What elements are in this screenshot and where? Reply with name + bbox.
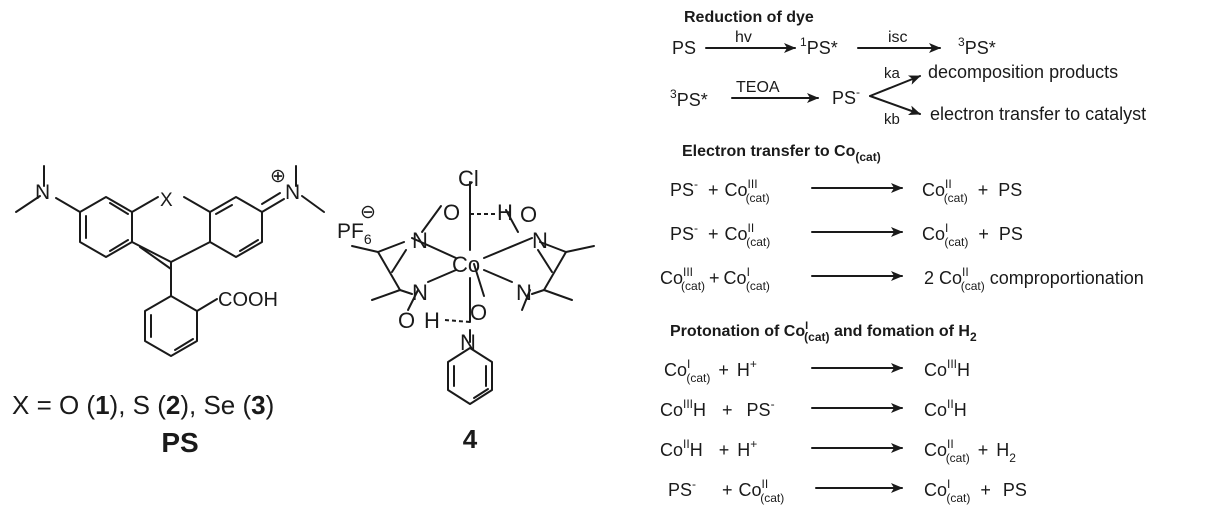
- positive-charge: ⊕: [270, 166, 286, 187]
- oxime-o-top-left: O: [443, 200, 460, 225]
- svg-text:PS: PS: [672, 38, 696, 58]
- negative-charge: ⊖: [360, 202, 376, 223]
- reaction-et-2: PS-+CoII(cat) CoI(cat)+PS: [670, 221, 1023, 249]
- oxime-n-top-left: N: [412, 228, 428, 253]
- svg-text:CoIIIH+PS-: CoIIIH+PS-: [660, 397, 775, 420]
- decomposition-products: decomposition products: [928, 62, 1118, 82]
- svg-text:CoIIH: CoIIH: [924, 397, 967, 420]
- oxime-o-top-right: O: [520, 202, 537, 227]
- svg-text:CoIII(cat)+CoI(cat): CoIII(cat)+CoI(cat): [660, 265, 770, 293]
- svg-text:ka: ka: [884, 65, 901, 82]
- right-n-atom: N: [285, 181, 300, 204]
- oxime-h-bottom: H: [424, 308, 440, 333]
- compound-label: 4: [463, 424, 478, 454]
- oxime-n-bottom-left: N: [412, 280, 428, 305]
- reaction-protonation-1: CoI(cat)+H+ CoIIIH: [664, 357, 970, 385]
- svg-text:CoIIIH: CoIIIH: [924, 357, 970, 380]
- svg-text:CoIIH+H+: CoIIH+H+: [660, 437, 757, 460]
- svg-text:kb: kb: [884, 111, 900, 128]
- reaction-reductive-quenching: 3PS* TEOA PS- ka kb decomposition produc…: [670, 62, 1146, 128]
- heading-reduction: Reduction of dye: [684, 9, 814, 26]
- reaction-protonation-2: CoIIIH+PS- CoIIH: [660, 397, 967, 420]
- chloride-ligand: Cl: [458, 166, 479, 191]
- pyridine-n: N: [460, 330, 476, 355]
- cobalt-center: Co: [452, 252, 480, 277]
- oxime-n-top-right: N: [532, 228, 548, 253]
- svg-text:3PS*: 3PS*: [670, 87, 708, 110]
- dye-structure: X N N ⊕ COOH PF6 ⊖ X = O (1), S (2), Se …: [12, 165, 376, 458]
- cobaloxime-structure: Cl O H O N N Co N N O H O N 4: [351, 166, 595, 454]
- reaction-et-1: PS-+CoIII(cat) CoII(cat)+PS: [670, 177, 1022, 205]
- svg-text:TEOA: TEOA: [736, 79, 780, 96]
- ps-label: PS: [161, 427, 198, 458]
- svg-text:2 CoII(cat) comproportionation: 2 CoII(cat) comproportionation: [924, 265, 1144, 293]
- heading-electron-transfer: Electron transfer to Co(cat): [682, 143, 881, 164]
- reaction-photoexcitation: PS hv 1PS* isc 3PS*: [672, 29, 996, 58]
- reaction-comproportionation: CoIII(cat)+CoI(cat) 2 CoII(cat) compropo…: [660, 265, 1144, 293]
- reaction-protonation-4: PS-+CoII(cat) CoI(cat)+PS: [668, 477, 1027, 505]
- svg-text:PS-+CoII(cat): PS-+CoII(cat): [668, 477, 784, 505]
- oxime-h-top: H: [497, 200, 513, 225]
- svg-text:PS-+CoII(cat): PS-+CoII(cat): [670, 221, 770, 249]
- svg-text:3PS*: 3PS*: [958, 35, 996, 58]
- svg-text:1PS*: 1PS*: [800, 35, 838, 58]
- svg-text:CoII(cat)+PS: CoII(cat)+PS: [922, 177, 1022, 205]
- svg-text:PS-+CoIII(cat): PS-+CoIII(cat): [670, 177, 770, 205]
- right-ring: [209, 196, 263, 258]
- left-ring: [79, 196, 133, 258]
- left-n-atom: N: [35, 181, 50, 204]
- oxime-o-bottom-left: O: [398, 308, 415, 333]
- oxime-n-bottom-right: N: [516, 280, 532, 305]
- oxime-o-bottom-right: O: [470, 300, 487, 325]
- svg-text:CoI(cat)+H+: CoI(cat)+H+: [664, 357, 757, 385]
- svg-text:hv: hv: [735, 29, 752, 46]
- x-atom: X: [160, 190, 173, 211]
- svg-text:isc: isc: [888, 29, 908, 46]
- svg-text:CoI(cat)+PS: CoI(cat)+PS: [924, 477, 1027, 505]
- electron-transfer-branch: electron transfer to catalyst: [930, 104, 1146, 124]
- pendant-ring: [144, 295, 198, 357]
- svg-text:PS-: PS-: [832, 85, 860, 108]
- heading-protonation: Protonation of CoI(cat) and fomation of …: [670, 320, 977, 344]
- counter-ion: PF6: [337, 220, 372, 247]
- cooh-group: COOH: [218, 289, 278, 311]
- reaction-protonation-3: CoIIH+H+ CoII(cat)+H2: [660, 437, 1016, 465]
- arrow-kb: [869, 95, 921, 115]
- dye-caption: X = O (1), S (2), Se (3): [12, 390, 274, 420]
- svg-text:CoII(cat)+H2: CoII(cat)+H2: [924, 437, 1016, 465]
- svg-text:CoI(cat)+PS: CoI(cat)+PS: [922, 221, 1023, 249]
- reaction-scheme: Reduction of dye PS hv 1PS* isc 3PS* 3PS…: [660, 9, 1146, 505]
- arrow-ka: [869, 75, 921, 97]
- pyridine-ring: [447, 347, 493, 405]
